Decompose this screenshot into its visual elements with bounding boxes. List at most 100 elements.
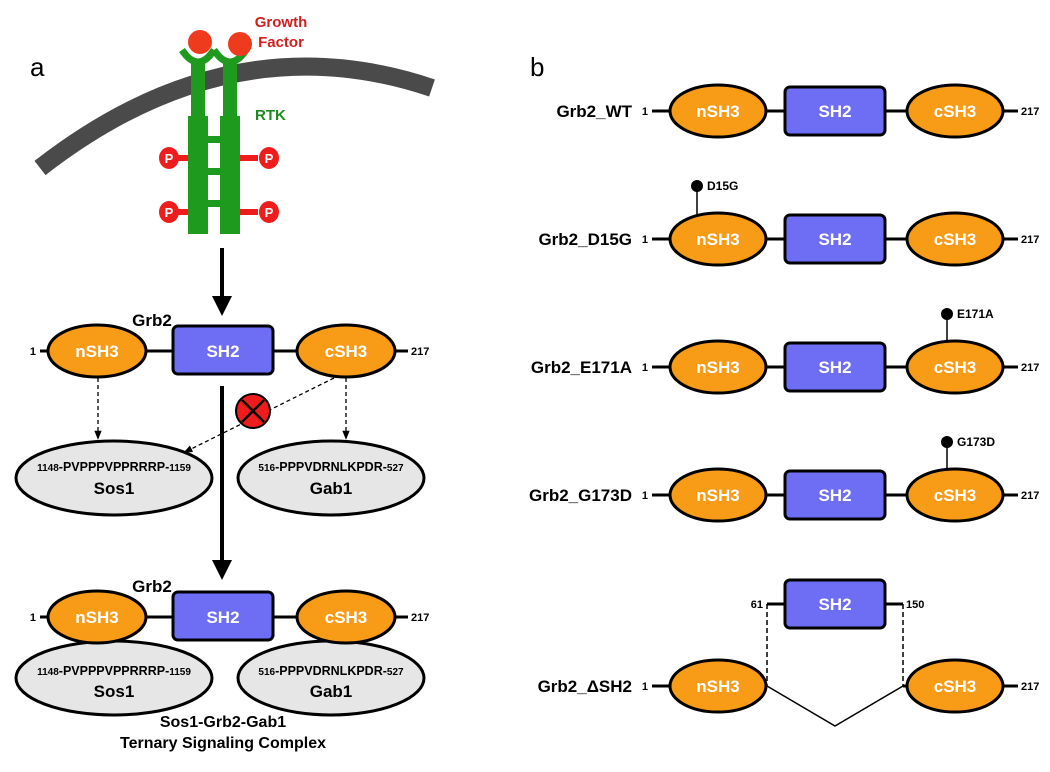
end-residue: 217 <box>1021 362 1039 374</box>
sh2-domain <box>783 341 887 393</box>
sos1-peptide-top: 1148-PVPPPVPPRRRP-1159 Sos1 <box>14 439 214 517</box>
deletion-junction <box>766 685 904 727</box>
blocked-binding-icon <box>235 393 271 429</box>
nsh3-label: nSH3 <box>696 486 739 505</box>
mutation-marker <box>691 180 703 192</box>
growth-factor-ligand <box>228 32 252 56</box>
end-residue: 217 <box>411 346 429 358</box>
sh2-label: SH2 <box>206 342 239 361</box>
csh3-label: cSH3 <box>325 608 368 627</box>
sh2-label: SH2 <box>818 486 851 505</box>
construct-name: Grb2_E171A <box>531 358 632 377</box>
start-residue: 1 <box>642 362 648 374</box>
grb2-dsh2-construct: nSH3 SH2 cSH3 61 150 1 217 Grb2_ΔSH2 <box>538 578 1039 727</box>
nsh3-label: nSH3 <box>696 677 739 696</box>
phospho-label: P <box>165 151 174 166</box>
end-residue: 217 <box>1021 234 1039 246</box>
nsh3-domain <box>668 211 768 267</box>
nsh3-label: nSH3 <box>696 102 739 121</box>
grb2-top: nSH3 SH2 cSH3 1 217 Grb2 <box>30 311 429 379</box>
csh3-label: cSH3 <box>934 102 977 121</box>
start-residue: 1 <box>30 346 36 358</box>
end-residue: 217 <box>1021 681 1039 693</box>
nsh3-label: nSH3 <box>75 342 118 361</box>
mutation-label: D15G <box>707 179 738 193</box>
csh3-domain <box>905 658 1005 714</box>
sh2-label: SH2 <box>818 102 851 121</box>
protein-name: Grb2 <box>132 577 172 596</box>
csh3-domain <box>295 589 397 645</box>
csh3-domain <box>905 211 1005 267</box>
growth-factor-ligand <box>188 30 212 54</box>
nsh3-domain <box>46 589 148 645</box>
csh3-label: cSH3 <box>934 677 977 696</box>
phospho-label: P <box>265 151 274 166</box>
mutation-marker <box>941 308 953 320</box>
csh3-label: cSH3 <box>325 342 368 361</box>
construct-name: Grb2_ΔSH2 <box>538 677 632 696</box>
mutation-label: G173D <box>957 435 995 449</box>
nsh3-domain <box>668 658 768 714</box>
gab1-peptide-bottom: 516-PPPVDRNLKPDR-527 Gab1 <box>236 639 426 717</box>
sh2-domain <box>171 590 275 642</box>
nsh3-domain <box>668 83 768 139</box>
construct-row: D15G nSH3 SH2 cSH3 1 217 Grb2_D15G <box>538 179 1039 267</box>
sh2-end-residue: 150 <box>906 599 924 611</box>
sh2-domain <box>783 85 887 137</box>
end-residue: 217 <box>1021 106 1039 118</box>
sh2-domain-deleted <box>783 578 887 630</box>
end-residue: 217 <box>411 612 429 624</box>
phospho-circle <box>159 201 179 223</box>
phospho-label: P <box>165 205 174 220</box>
csh3-label: cSH3 <box>934 486 977 505</box>
start-residue: 1 <box>30 612 36 624</box>
start-residue: 1 <box>642 681 648 693</box>
growth-factor-label-2: Factor <box>258 34 304 51</box>
start-residue: 1 <box>642 106 648 118</box>
construct-name: Grb2_D15G <box>538 230 632 249</box>
panel-a-label: a <box>30 52 45 82</box>
grb2-bottom: nSH3 SH2 cSH3 1 217 Grb2 <box>30 577 429 645</box>
protein-name: Grb2 <box>132 311 172 330</box>
panel-b-label: b <box>530 52 544 82</box>
csh3-domain <box>295 323 397 379</box>
mutation-marker <box>941 436 953 448</box>
mutation-label: E171A <box>957 307 994 321</box>
sos1-name: Sos1 <box>94 682 135 701</box>
sh2-domain <box>783 469 887 521</box>
sh2-label: SH2 <box>818 595 851 614</box>
gab1-sequence: 516-PPPVDRNLKPDR-527 <box>258 664 404 678</box>
growth-factor-label-1: Growth <box>255 14 308 31</box>
gab1-peptide-top: 516-PPPVDRNLKPDR-527 Gab1 <box>236 439 426 517</box>
sh2-label: SH2 <box>818 230 851 249</box>
sos1-sequence: 1148-PVPPPVPPRRRP-1159 <box>37 460 191 474</box>
sos1-sequence: 1148-PVPPPVPPRRRP-1159 <box>37 664 191 678</box>
nsh3-label: nSH3 <box>696 230 739 249</box>
start-residue: 1 <box>642 234 648 246</box>
construct-name: Grb2_G173D <box>529 486 632 505</box>
csh3-label: cSH3 <box>934 230 977 249</box>
complex-caption-1: Sos1-Grb2-Gab1 <box>160 714 286 731</box>
sos1-peptide-bottom: 1148-PVPPPVPPRRRP-1159 Sos1 <box>14 639 214 717</box>
phospho-circle <box>259 201 279 223</box>
construct-name: Grb2_WT <box>556 102 632 121</box>
sh2-start-residue: 61 <box>751 599 763 611</box>
gab1-name: Gab1 <box>310 479 353 498</box>
csh3-label: cSH3 <box>934 358 977 377</box>
gab1-sequence: 516-PPPVDRNLKPDR-527 <box>258 460 404 474</box>
nsh3-domain <box>668 467 768 523</box>
rtk-label: RTK <box>255 107 286 124</box>
complex-caption-2: Ternary Signaling Complex <box>120 735 326 752</box>
sos1-name: Sos1 <box>94 479 135 498</box>
sh2-label: SH2 <box>206 608 239 627</box>
phospho-label: P <box>265 205 274 220</box>
phospho-circle <box>259 147 279 169</box>
phospho-circle <box>159 147 179 169</box>
end-residue: 217 <box>1021 490 1039 502</box>
phospho-sites: P P P P <box>159 147 279 223</box>
nsh3-label: nSH3 <box>696 358 739 377</box>
